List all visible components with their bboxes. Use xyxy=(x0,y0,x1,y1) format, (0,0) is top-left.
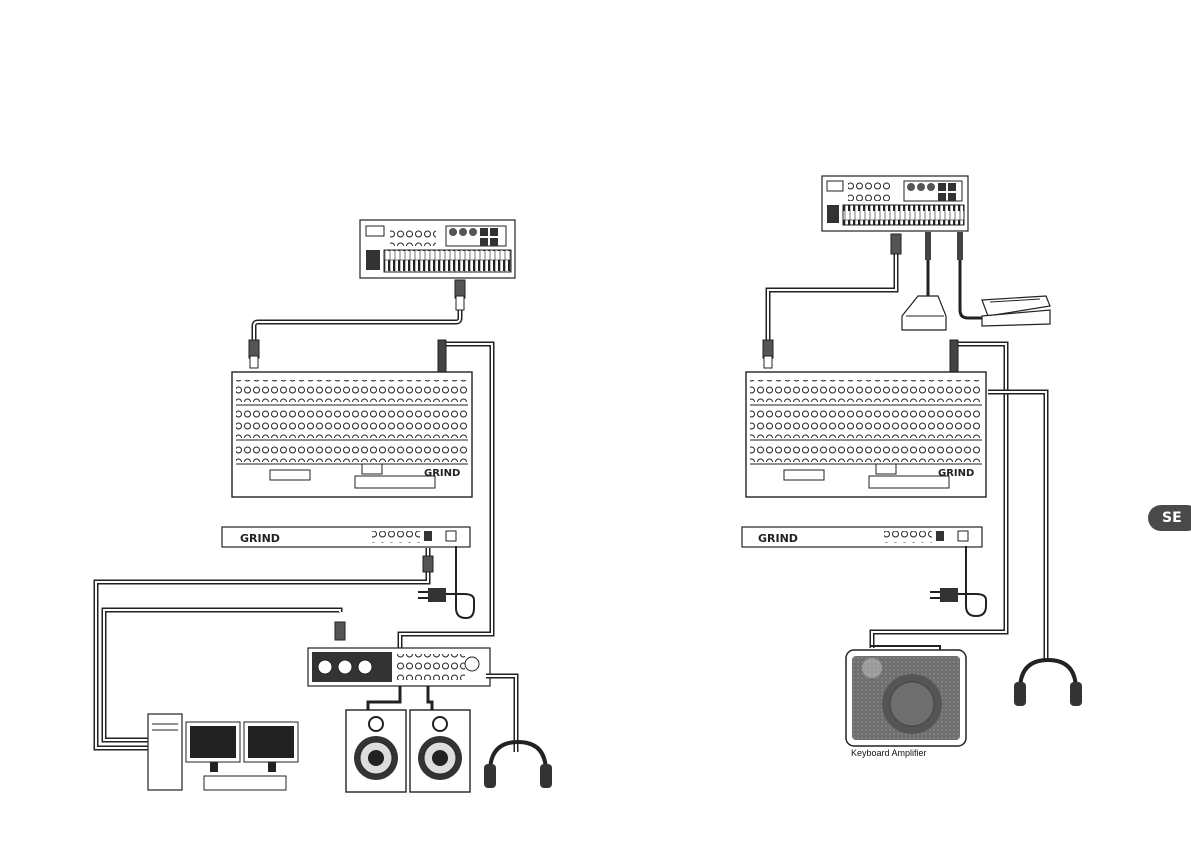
headphones-icon xyxy=(1014,660,1082,706)
audio-interface-icon xyxy=(308,648,490,686)
expression-pedal-icon xyxy=(982,296,1050,326)
midi-cable-left xyxy=(249,280,465,368)
computer-icon xyxy=(148,714,298,790)
midi-keyboard-icon xyxy=(360,220,515,278)
synth-logo-left: GRIND xyxy=(424,468,460,479)
midi-keyboard-icon xyxy=(822,176,968,231)
synth-logo-right: GRIND xyxy=(938,468,974,479)
expansion-logo-right: GRIND xyxy=(758,532,798,545)
language-badge: SE xyxy=(1148,505,1191,531)
power-supply-icon xyxy=(930,546,986,616)
keyboard-amplifier-icon xyxy=(846,646,966,746)
sustain-pedal-icon xyxy=(902,296,946,330)
studio-monitor-icon xyxy=(346,710,470,792)
right-setup: GRIND GRIND xyxy=(742,176,1082,746)
keyboard-amplifier-caption: Keyboard Amplifier xyxy=(851,748,927,758)
left-setup: GRIND GRIND xyxy=(96,220,552,792)
expansion-logo-left: GRIND xyxy=(240,532,280,545)
